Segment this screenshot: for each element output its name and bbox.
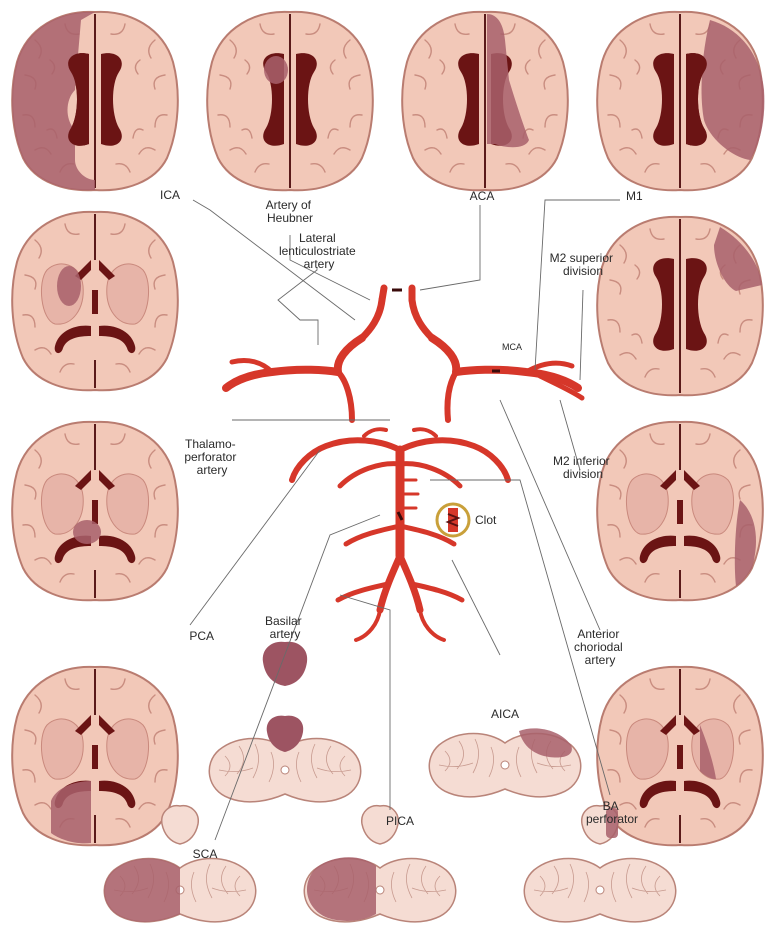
cerebellum-section-aica — [429, 728, 580, 797]
brain-slice-thalamoperforator — [12, 422, 178, 600]
label-pica: PICA — [386, 814, 414, 828]
label-aca: ACA — [470, 189, 495, 203]
brain-slice-m2-inferior — [597, 422, 763, 600]
brain-slice-m1 — [597, 12, 764, 190]
brain-slice-aca — [402, 12, 568, 190]
label-m1: M1 — [626, 189, 643, 203]
medulla-section-basilar — [263, 642, 307, 686]
brain-slice-heubner — [207, 12, 373, 190]
label-mca: MCA — [502, 342, 522, 352]
label-thalamoperforator: Thalamo- perforator artery — [184, 437, 239, 477]
clot-inset — [437, 504, 469, 536]
label-aica: AICA — [491, 707, 519, 721]
label-basilar: Basilar artery — [265, 614, 305, 641]
brain-slice-ica — [12, 12, 178, 190]
brain-slice-pca — [12, 667, 178, 845]
brain-slice-m2-superior — [597, 217, 763, 395]
label-pca: PCA — [189, 629, 214, 643]
brain-slice-lenticulostriate — [12, 212, 178, 390]
label-lenticulostriate: Lateral lenticulostriate artery — [279, 231, 359, 271]
cerebellum-section-pica — [304, 806, 455, 922]
arterial-tree — [226, 288, 582, 640]
label-ica: ICA — [160, 188, 180, 202]
label-sca: SCA — [193, 847, 218, 861]
label-anterior-choroidal: Anterior choriodal artery — [574, 627, 626, 667]
label-heubner: Artery of Heubner — [266, 198, 315, 225]
cerebellum-section-basilar — [209, 716, 360, 802]
label-clot: Clot — [475, 513, 497, 527]
